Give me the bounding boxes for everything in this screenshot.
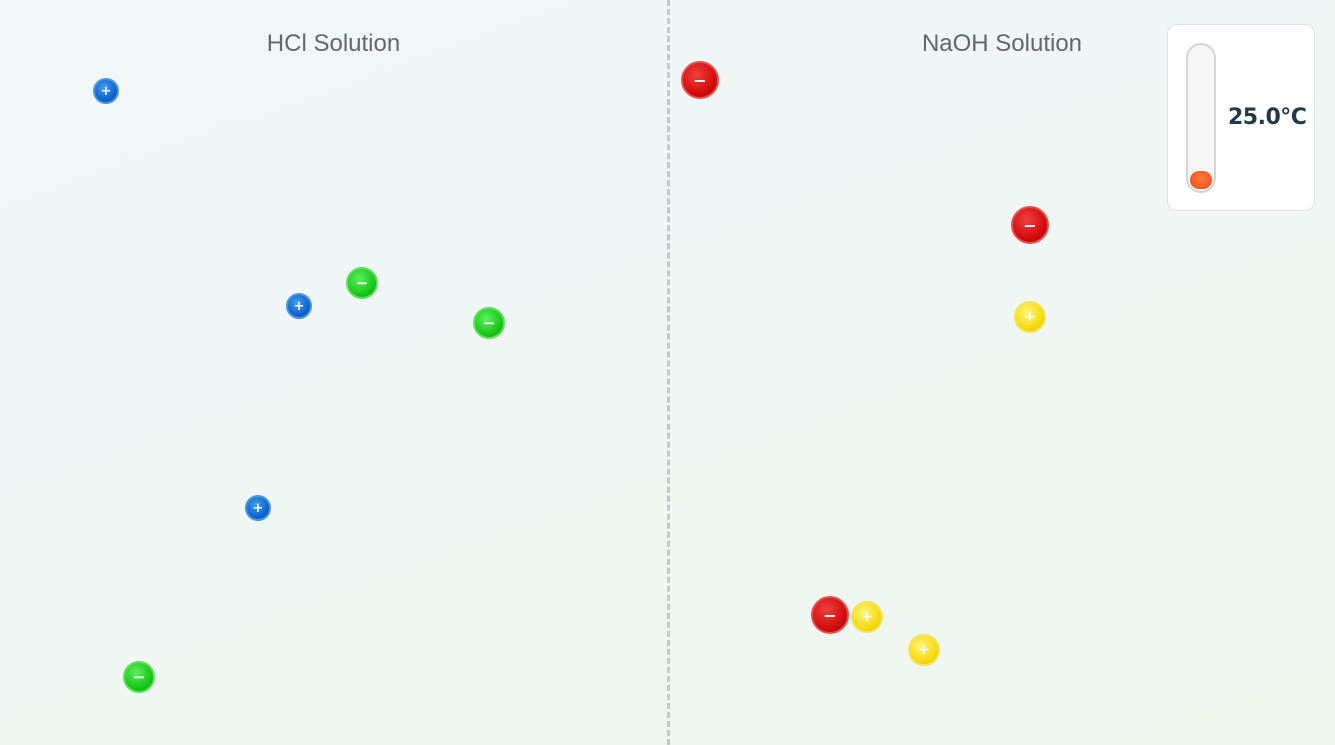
membrane-divider bbox=[667, 0, 670, 745]
hcl-chamber-title: HCl Solution bbox=[266, 30, 401, 57]
temperature-reading: 25.0°C bbox=[1228, 105, 1307, 130]
na-ion: + bbox=[851, 601, 883, 633]
thermometer-level bbox=[1190, 171, 1212, 189]
oh-ion: − bbox=[811, 596, 849, 634]
oh-ion: − bbox=[681, 61, 719, 99]
h-ion: + bbox=[93, 78, 119, 104]
hcl-chamber: HCl Solution bbox=[0, 0, 667, 745]
thermometer-icon bbox=[1186, 43, 1216, 193]
na-ion: + bbox=[908, 634, 940, 666]
h-ion: + bbox=[286, 293, 312, 319]
naoh-chamber-title: NaOH Solution bbox=[921, 30, 1083, 57]
thermometer-panel: 25.0°C bbox=[1167, 24, 1315, 211]
oh-ion: − bbox=[1011, 206, 1049, 244]
naoh-chamber: NaOH Solution bbox=[669, 0, 1335, 745]
na-ion: + bbox=[1014, 301, 1046, 333]
cl-ion: − bbox=[123, 661, 155, 693]
cl-ion: − bbox=[473, 307, 505, 339]
cl-ion: − bbox=[346, 267, 378, 299]
h-ion: + bbox=[245, 495, 271, 521]
